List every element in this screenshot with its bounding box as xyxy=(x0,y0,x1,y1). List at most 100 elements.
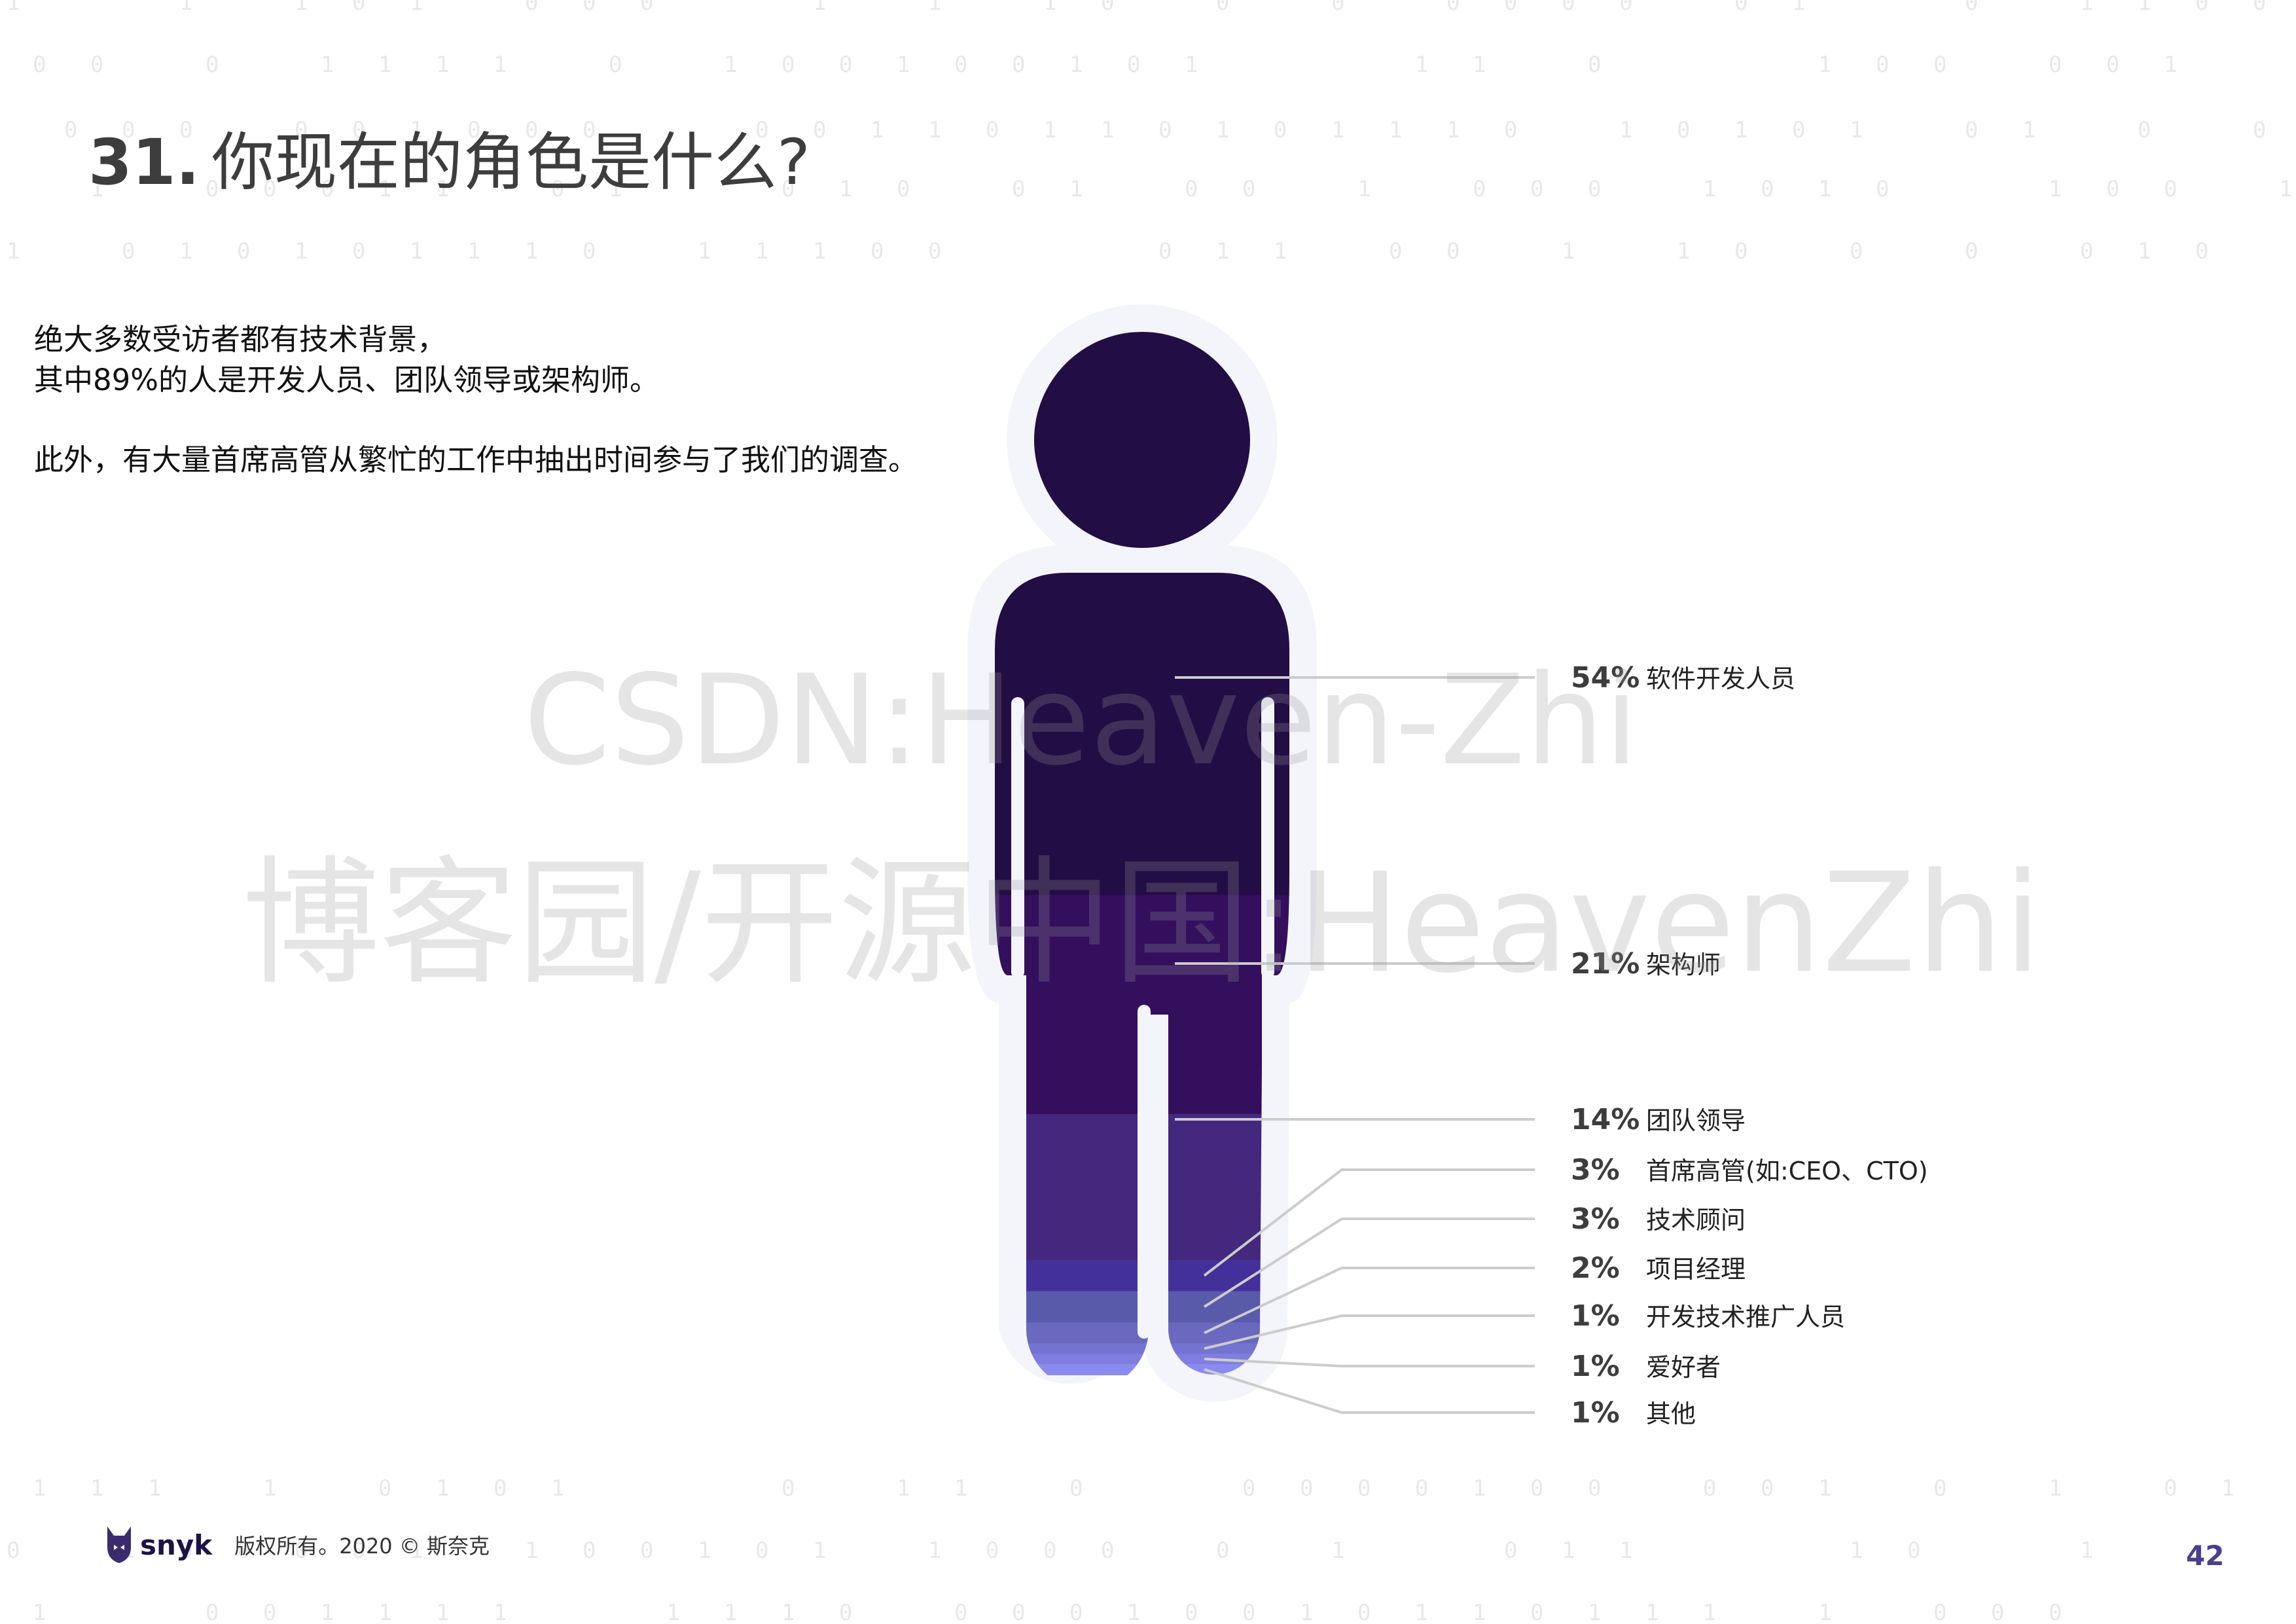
binary-digit: 1 xyxy=(813,1538,826,1564)
binary-digit: 1 xyxy=(1645,1600,1659,1624)
binary-digit: 1 xyxy=(378,52,391,78)
binary-digit: 0 xyxy=(1216,1538,1229,1564)
binary-digit: 0 xyxy=(1185,1600,1198,1624)
binary-digit: 0 xyxy=(179,1538,192,1564)
binary-digit: 1 xyxy=(436,52,449,78)
binary-digit: 0 xyxy=(1415,1475,1428,1502)
binary-digit: 1 xyxy=(1703,1600,1716,1624)
binary-digit: 0 xyxy=(1933,1600,1946,1624)
binary-digit: 0 xyxy=(583,0,596,16)
binary-digit: 0 xyxy=(1907,1538,1920,1564)
value-label: 1% xyxy=(1571,1350,1620,1383)
binary-digit: 1 xyxy=(813,238,826,264)
binary-digit: 1 xyxy=(2022,117,2036,143)
binary-digit: 0 xyxy=(1734,0,1748,16)
question-text: 你现在的角色是什么? xyxy=(211,126,811,199)
binary-digit: 1 xyxy=(897,1475,910,1502)
binary-digit: 0 xyxy=(1446,0,1460,16)
binary-digit: 1 xyxy=(1792,0,1805,16)
binary-digit: 0 xyxy=(1357,1600,1371,1624)
binary-digit: 1 xyxy=(698,1538,711,1564)
binary-digit: 1 xyxy=(525,238,538,264)
binary-digit: 0 xyxy=(1703,1475,1716,1502)
binary-digit: 0 xyxy=(1158,117,1172,143)
binary-digit: 1 xyxy=(410,1538,423,1564)
binary-digit: 0 xyxy=(1012,1600,1025,1624)
binary-digit: 0 xyxy=(551,176,564,202)
binary-digit: 0 xyxy=(2106,176,2119,202)
binary-digit: 0 xyxy=(1562,0,1575,16)
binary-digit: 1 xyxy=(1357,176,1371,202)
binary-digit: 0 xyxy=(1242,176,1255,202)
binary-digit: 1 xyxy=(1818,1600,1831,1624)
leader-line xyxy=(1204,1314,1535,1350)
binary-digit: 0 xyxy=(321,176,334,202)
binary-digit: 1 xyxy=(954,1475,967,1502)
binary-digit: 1 xyxy=(2080,0,2093,16)
binary-digit: 0 xyxy=(986,1538,999,1564)
binary-digit: 0 xyxy=(781,52,795,78)
binary-digit: 1 xyxy=(1473,52,1486,78)
binary-digit: 0 xyxy=(755,117,768,143)
binary-digit: 0 xyxy=(122,117,135,143)
binary-digit: 0 xyxy=(1965,0,1978,16)
leader-line xyxy=(1203,1218,1535,1308)
binary-digit: 1 xyxy=(1850,117,1863,143)
binary-digit: 0 xyxy=(64,117,77,143)
binary-digit: 1 xyxy=(1415,1600,1428,1624)
binary-digit: 0 xyxy=(1389,238,1402,264)
intro-line-3: 此外，有大量首席高管从繁忙的工作中抽出时间参与了我们的调查。 xyxy=(34,442,918,477)
binary-digit: 0 xyxy=(1069,1475,1083,1502)
footer: snyk 版权所有。2020 © 斯奈克 xyxy=(105,1525,490,1564)
binary-digit: 0 xyxy=(352,0,365,16)
binary-digit: 0 xyxy=(640,1538,653,1564)
binary-digit: 0 xyxy=(1012,52,1025,78)
binary-digit: 1 xyxy=(724,52,737,78)
binary-digit: 0 xyxy=(781,1475,795,1502)
binary-digit: 0 xyxy=(1530,1475,1543,1502)
binary-digit: 0 xyxy=(206,52,219,78)
binary-digit: 1 xyxy=(1216,117,1229,143)
category-label: 首席高管(如:CEO、CTO) xyxy=(1646,1157,1928,1185)
category-label: 团队领导 xyxy=(1646,1106,1746,1135)
binary-digit: 0 xyxy=(1734,238,1748,264)
binary-digit: 1 xyxy=(1043,117,1056,143)
figure-band xyxy=(995,332,1289,896)
figure-band xyxy=(995,1364,1289,1375)
category-label: 开发技术推广人员 xyxy=(1646,1303,1845,1331)
binary-digit: 1 xyxy=(928,1538,941,1564)
binary-digit: 0 xyxy=(467,117,480,143)
binary-digit: 1 xyxy=(378,1600,391,1624)
question-number: 31. xyxy=(88,126,200,199)
binary-digit: 0 xyxy=(1588,1475,1601,1502)
binary-digit: 0 xyxy=(2253,117,2266,143)
binary-digit: 0 xyxy=(2164,1475,2177,1502)
binary-digit: 0 xyxy=(352,1538,365,1564)
binary-digit: 0 xyxy=(1530,176,1543,202)
binary-digit: 1 xyxy=(1818,52,1831,78)
binary-digit: 0 xyxy=(1933,1475,1946,1502)
binary-digit: 1 xyxy=(755,238,768,264)
binary-digit: 0 xyxy=(295,117,308,143)
binary-digit: 0 xyxy=(839,1600,852,1624)
binary-digit: 0 xyxy=(1504,1538,1517,1564)
value-label: 14% xyxy=(1571,1103,1640,1136)
binary-digit: 1 xyxy=(295,0,308,16)
binary-digit: 1 xyxy=(148,1475,161,1502)
brand-name: snyk xyxy=(140,1528,213,1561)
leader-line xyxy=(1204,1368,1535,1414)
binary-digit: 0 xyxy=(813,117,826,143)
copyright: 版权所有。2020 © 斯奈克 xyxy=(234,1534,490,1559)
binary-digit: 1 xyxy=(2221,1475,2234,1502)
intro-line-1: 绝大多数受访者都有技术背景， xyxy=(34,322,447,357)
value-label: 1% xyxy=(1571,1396,1620,1430)
binary-digit: 1 xyxy=(493,52,507,78)
binary-digit: 0 xyxy=(122,238,135,264)
binary-digit: 1 xyxy=(1331,1538,1344,1564)
binary-digit: 1 xyxy=(1818,1475,1831,1502)
binary-digit: 1 xyxy=(436,1475,449,1502)
category-label: 技术顾问 xyxy=(1646,1206,1746,1235)
binary-digit: 0 xyxy=(954,1600,967,1624)
binary-digit: 1 xyxy=(295,238,308,264)
binary-digit: 1 xyxy=(1216,238,1229,264)
